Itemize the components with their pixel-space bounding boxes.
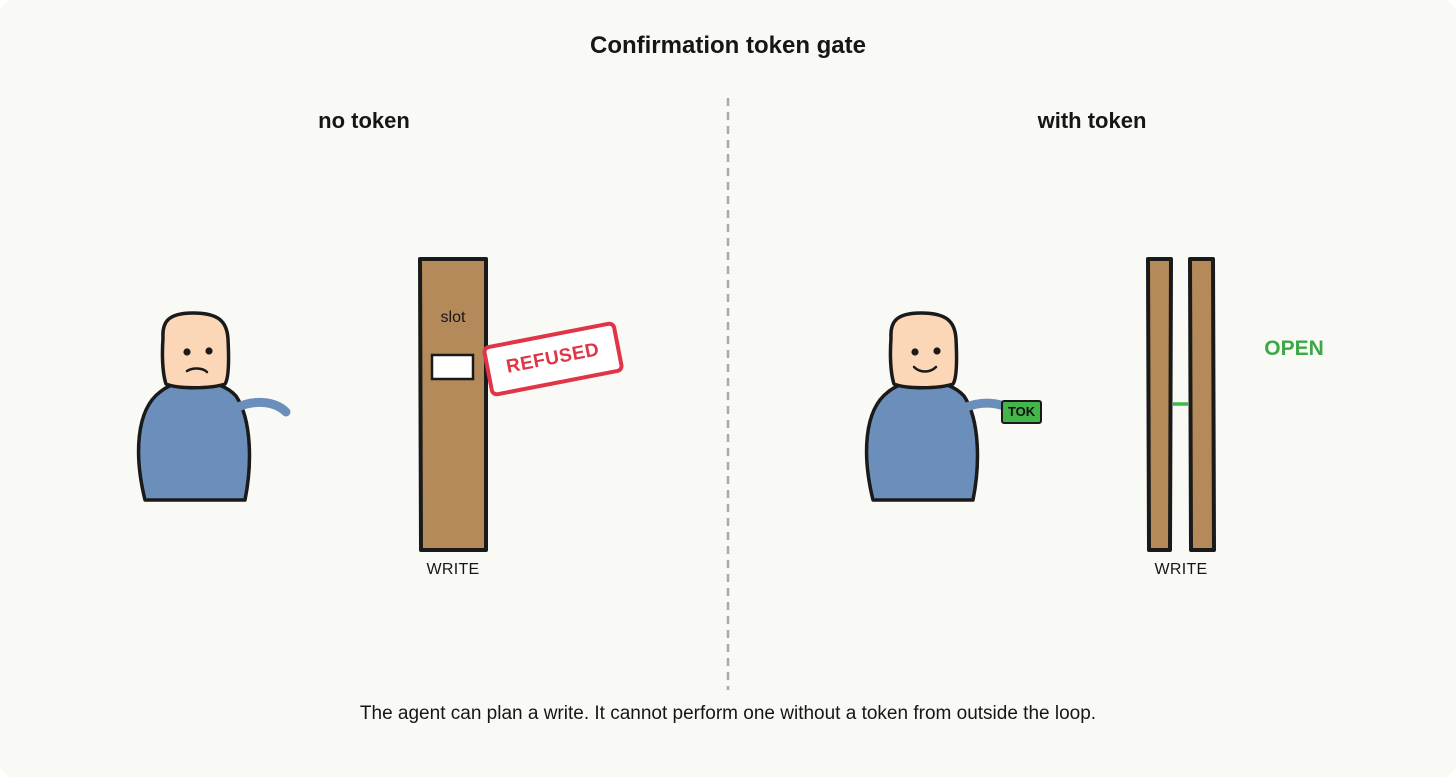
agent-arm bbox=[959, 398, 1009, 413]
agent-figure-sad bbox=[136, 311, 291, 502]
diagram-caption: The agent can plan a write. It cannot pe… bbox=[359, 703, 1097, 724]
agent-body bbox=[136, 379, 252, 502]
write-door-open bbox=[1146, 257, 1216, 552]
door-label-left: WRITE bbox=[426, 561, 480, 578]
open-status: OPEN bbox=[1264, 337, 1324, 360]
panel-heading-with-token: with token bbox=[1037, 108, 1147, 133]
diagram-title: Confirmation token gate bbox=[589, 32, 866, 59]
agent-eye-left bbox=[911, 348, 919, 356]
door-panel-left bbox=[1146, 257, 1173, 552]
agent-head bbox=[160, 311, 231, 390]
agent-eye-left bbox=[183, 348, 191, 356]
write-door-closed bbox=[418, 257, 488, 552]
agent-eye-right bbox=[933, 347, 941, 355]
agent-eye-right bbox=[205, 347, 213, 355]
door-slot bbox=[430, 353, 475, 381]
panel-heading-no-token: no token bbox=[318, 108, 410, 133]
door-label-right: WRITE bbox=[1154, 561, 1208, 578]
door-slot-label: slot bbox=[440, 309, 466, 326]
agent-body bbox=[864, 379, 980, 502]
token-badge: TOK bbox=[1001, 400, 1042, 424]
agent-head bbox=[888, 311, 959, 390]
agent-figure-happy bbox=[864, 311, 1009, 502]
agent-arm bbox=[231, 398, 291, 417]
agent-smile bbox=[912, 365, 938, 373]
agent-frown bbox=[185, 367, 209, 374]
door-panel bbox=[418, 257, 488, 552]
door-panel-right bbox=[1188, 257, 1216, 552]
